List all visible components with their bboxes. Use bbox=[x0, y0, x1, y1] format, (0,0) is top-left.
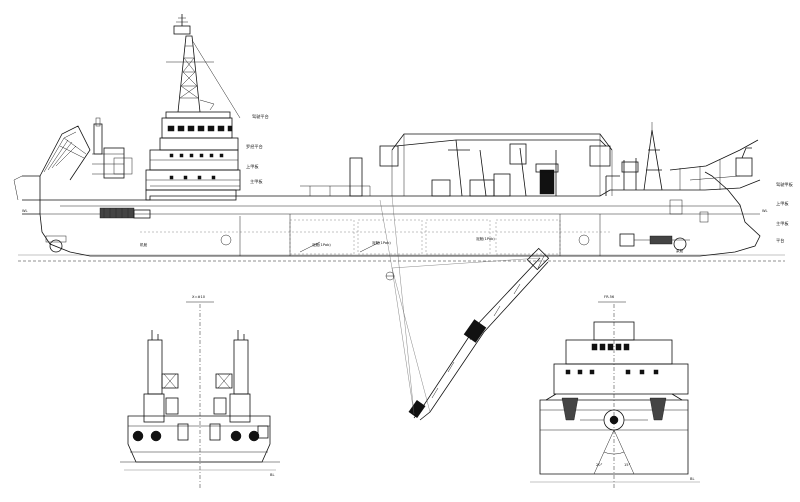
superstructure bbox=[145, 111, 241, 201]
label-pump: 泵舱 bbox=[676, 248, 684, 253]
label-angle-left: 20° bbox=[596, 463, 603, 467]
ship-profile-view: 驾驶平台 罗经平台 上甲板 主甲板 WL WL 驾驶甲板 上甲板 主甲板 平台 … bbox=[13, 14, 794, 421]
label-right-1: 驾驶甲板 bbox=[776, 181, 794, 188]
section-right-title: FR.56 bbox=[604, 295, 615, 299]
stern-davit bbox=[39, 125, 91, 181]
label-deck-low2: 主甲板 bbox=[250, 178, 263, 185]
label-wl-right: WL bbox=[762, 209, 768, 213]
section-left-title: X=#10 bbox=[192, 295, 206, 299]
suction-drag-arm bbox=[379, 195, 550, 421]
label-right-4: 平台 bbox=[776, 237, 784, 244]
label-angle-right: 15° bbox=[624, 463, 631, 467]
label-deck-mid: 罗经平台 bbox=[246, 143, 263, 150]
gantry-frames bbox=[300, 133, 613, 197]
label-hold-1: 泥舱(1Pab) bbox=[312, 242, 331, 247]
radar-mast bbox=[166, 14, 241, 119]
hold-compartments bbox=[140, 214, 610, 256]
label-hold-2: 泥舱(1Pab) bbox=[372, 240, 391, 245]
label-deck-high: 驾驶平台 bbox=[252, 113, 269, 120]
label-bl-left: BL bbox=[270, 473, 274, 477]
section-view-left: X=#10 BL bbox=[120, 295, 280, 490]
label-deck-low: 上甲板 bbox=[246, 163, 259, 170]
fore-deck-structures bbox=[605, 122, 759, 196]
label-hold-3: 泥舱(1Pab) bbox=[476, 236, 495, 241]
deck-machinery bbox=[45, 207, 151, 253]
label-engine: 机舱 bbox=[140, 242, 148, 247]
label-right-3: 主甲板 bbox=[776, 220, 789, 227]
label-bl-right: BL bbox=[690, 477, 694, 481]
section-view-right: FR.56 20° 15° BL bbox=[530, 295, 700, 490]
label-wl-left: WL bbox=[22, 209, 28, 213]
pump-room-equipment bbox=[619, 199, 709, 251]
label-right-2: 上甲板 bbox=[776, 200, 789, 207]
